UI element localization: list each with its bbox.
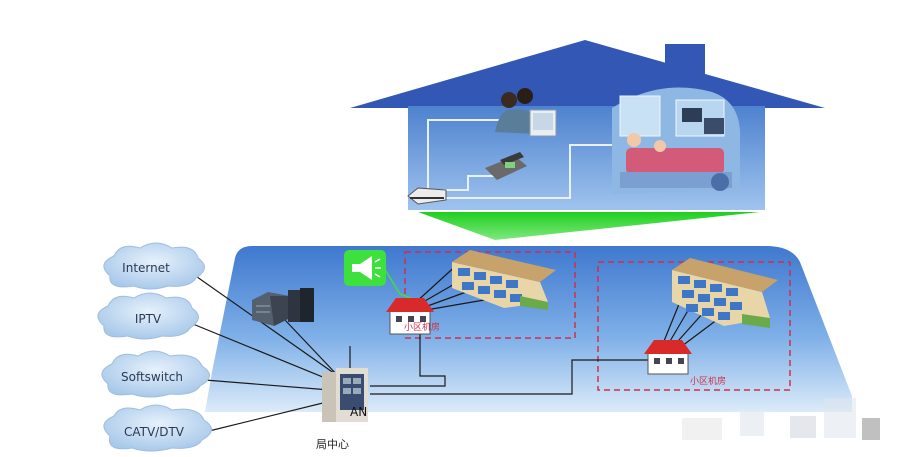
central-office-label: 局中心 bbox=[316, 438, 349, 451]
cloud-label: CATV/DTV bbox=[124, 425, 185, 439]
cloud-icon bbox=[103, 404, 212, 452]
house-wire bbox=[427, 119, 505, 188]
house-chimney bbox=[665, 44, 705, 82]
telephone-icon bbox=[485, 152, 527, 180]
community-area-1 bbox=[404, 251, 576, 339]
cloud-softswitch[interactable]: Softswitch bbox=[101, 350, 210, 398]
cloud-internet[interactable]: Internet bbox=[103, 242, 205, 290]
house-roof bbox=[350, 40, 825, 108]
cloud-label: Internet bbox=[122, 261, 170, 275]
apartment-block-icon bbox=[672, 258, 778, 328]
room-label: 小区机房 bbox=[404, 321, 440, 333]
living-room-tv-icon bbox=[612, 87, 741, 194]
small-house-icon bbox=[386, 298, 434, 335]
apartment-block-icon bbox=[452, 250, 556, 310]
home-house bbox=[350, 40, 825, 210]
cloud-label: IPTV bbox=[135, 312, 162, 326]
cloud-label: Softswitch bbox=[121, 370, 183, 384]
cloud-icon bbox=[97, 292, 199, 340]
house-wire bbox=[440, 175, 495, 191]
cloud-catv-dtv[interactable]: CATV/DTV bbox=[103, 404, 212, 452]
house-wire bbox=[440, 144, 612, 199]
modem-icon bbox=[407, 187, 447, 205]
loudspeaker-icon bbox=[344, 250, 427, 305]
an-label: AN bbox=[350, 405, 367, 419]
small-house-icon bbox=[644, 340, 692, 375]
access-beam bbox=[418, 212, 760, 240]
cloud-iptv[interactable]: IPTV bbox=[97, 292, 199, 340]
cloud-icon bbox=[101, 350, 210, 398]
cloud-icon bbox=[103, 242, 205, 290]
users-at-pc-icon bbox=[495, 88, 557, 137]
central-office-building-icon bbox=[322, 368, 368, 422]
room-label: 小区机房 bbox=[690, 375, 726, 387]
pixel-noise bbox=[682, 398, 880, 440]
server-rack-icon bbox=[252, 288, 314, 326]
